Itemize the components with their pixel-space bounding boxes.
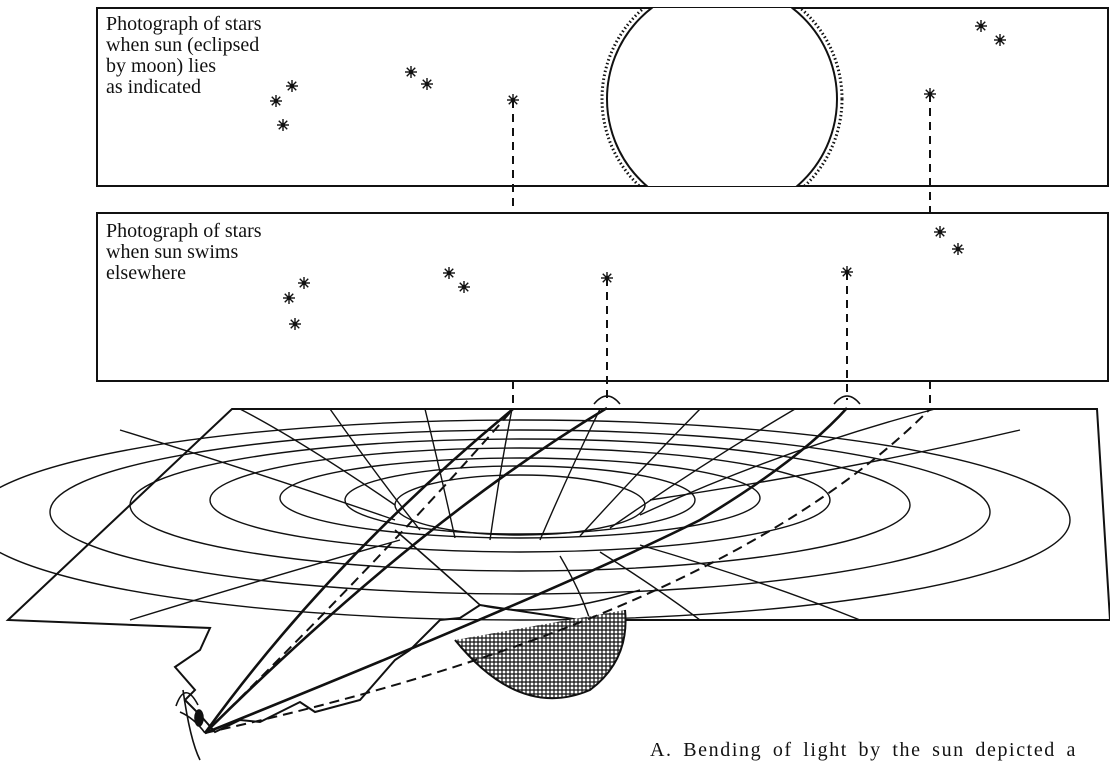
- star-icon: [298, 277, 310, 289]
- star-icon: [405, 66, 417, 78]
- eye-icon: [175, 689, 206, 761]
- star-icon: [994, 34, 1006, 46]
- eclipse-panel-label: Photograph of stars when sun (eclipsed b…: [106, 13, 262, 98]
- normal-photo-panel: [96, 212, 1109, 382]
- light-rays: [203, 406, 931, 735]
- star-icon: [289, 318, 301, 330]
- star-icon: [421, 78, 433, 90]
- figure-caption: A. Bending of light by the sun depicted …: [650, 739, 1077, 761]
- star-icon: [286, 80, 298, 92]
- star-icon: [934, 226, 946, 238]
- star-icon: [601, 272, 613, 284]
- star-icon: [924, 88, 936, 100]
- star-icon: [277, 119, 289, 131]
- star-icon: [507, 94, 519, 106]
- sun-disc: [606, 8, 838, 186]
- star-icon: [841, 266, 853, 278]
- star-icon: [952, 243, 964, 255]
- solar-corona: [600, 8, 844, 186]
- star-icon: [443, 267, 455, 279]
- star-icon: [458, 281, 470, 293]
- star-icon: [975, 20, 987, 32]
- star-connector-lines: [512, 94, 931, 410]
- normal-panel-label: Photograph of stars when sun swims elsew…: [106, 220, 262, 284]
- star-icon: [283, 292, 295, 304]
- eclipse-photo-panel: [96, 7, 1109, 187]
- gravity-well: [454, 609, 627, 700]
- star-icon: [270, 95, 282, 107]
- spacetime-sheet: [0, 408, 1110, 734]
- star-markers-on-plane: [593, 395, 861, 405]
- star-field: [270, 20, 1006, 330]
